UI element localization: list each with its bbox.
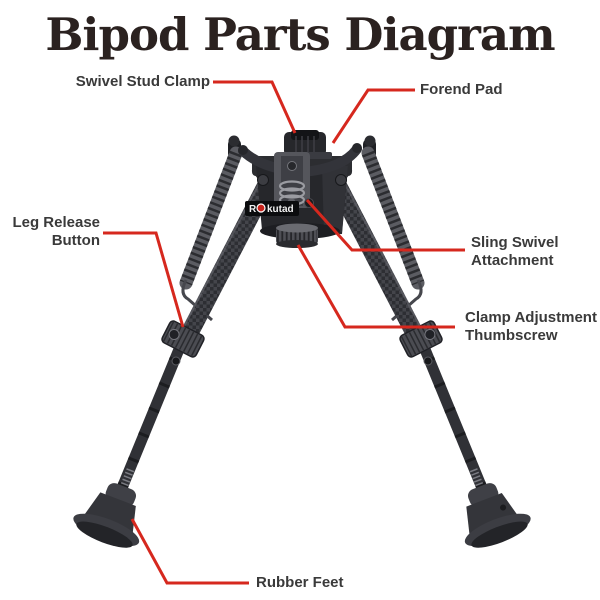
left-leg-screw	[171, 356, 181, 366]
right-upper-leg	[325, 169, 425, 345]
callout-lines	[103, 80, 465, 585]
brand-label: R kutad	[245, 201, 299, 216]
label-rubber-feet: Rubber Feet	[256, 574, 344, 591]
callout-line-rubber-feet	[130, 518, 249, 585]
brand-text-prefix: R	[249, 204, 257, 215]
left-pivot-bolt	[257, 174, 269, 186]
label-leg-release-button: Leg Release Button	[12, 214, 100, 249]
label-forend-pad: Forend Pad	[420, 81, 503, 98]
right-lower-leg	[416, 336, 488, 494]
callout-line-leg-release-button	[103, 231, 185, 328]
callout-line-forend-pad	[331, 88, 415, 144]
brand-text-suffix: kutad	[267, 204, 294, 215]
right-leg-screw	[423, 356, 433, 366]
callout-line-clamp-adjustment-thumbscrew	[296, 244, 455, 329]
right-leg-release-button	[399, 320, 443, 358]
bipod-head: R kutad	[238, 130, 362, 248]
callout-line-sling-swivel-attachment	[305, 198, 465, 252]
left-rubber-foot	[73, 468, 140, 548]
page-title: Bipod Parts Diagram	[45, 8, 555, 61]
callout-line-swivel-stud-clamp	[213, 80, 297, 134]
right-pivot-bolt	[335, 174, 347, 186]
label-swivel-stud-clamp: Swivel Stud Clamp	[75, 73, 210, 90]
brand-red-dot-logo	[256, 203, 266, 213]
right-rubber-foot	[464, 468, 531, 548]
right-leg-spring	[361, 135, 425, 322]
label-sling-swivel-attachment: Sling Swivel Attachment	[471, 234, 559, 269]
left-leg-spring	[179, 135, 243, 322]
clamp-adjustment-thumbscrew	[276, 223, 318, 248]
left-lower-leg	[116, 336, 188, 494]
left-leg-release-button	[161, 320, 205, 358]
label-clamp-adjustment-thumbscrew: Clamp Adjustment Thumbscrew	[465, 309, 597, 344]
